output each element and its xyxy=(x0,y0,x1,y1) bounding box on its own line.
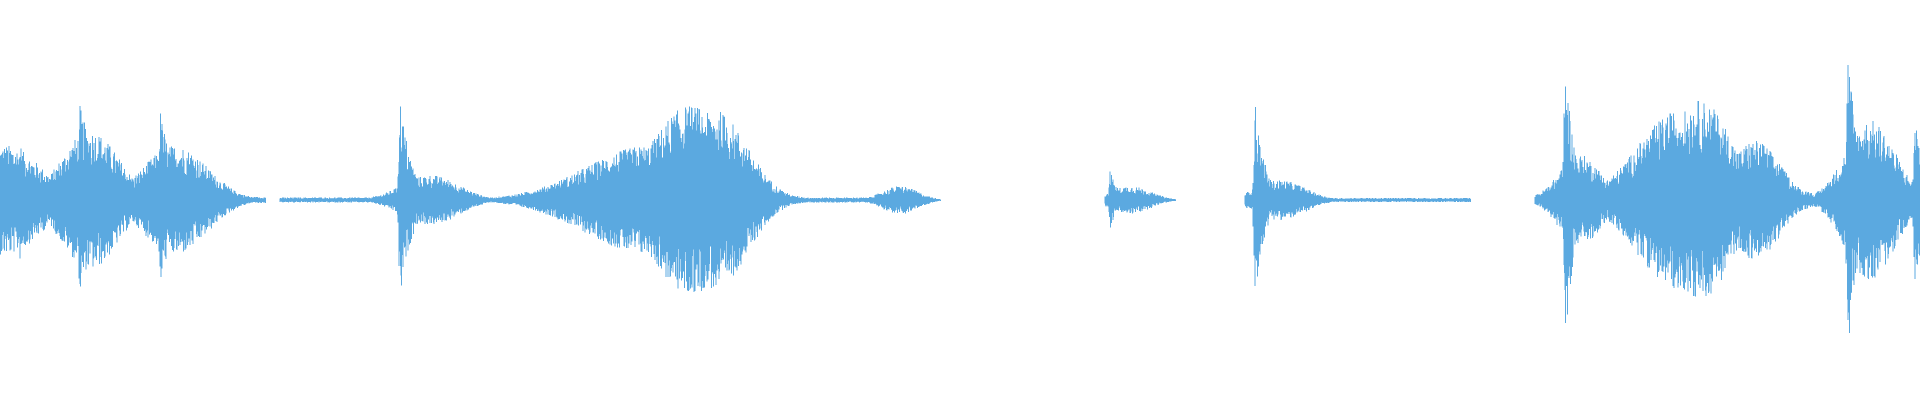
waveform-samples xyxy=(0,65,1920,334)
waveform-path xyxy=(0,65,1920,334)
